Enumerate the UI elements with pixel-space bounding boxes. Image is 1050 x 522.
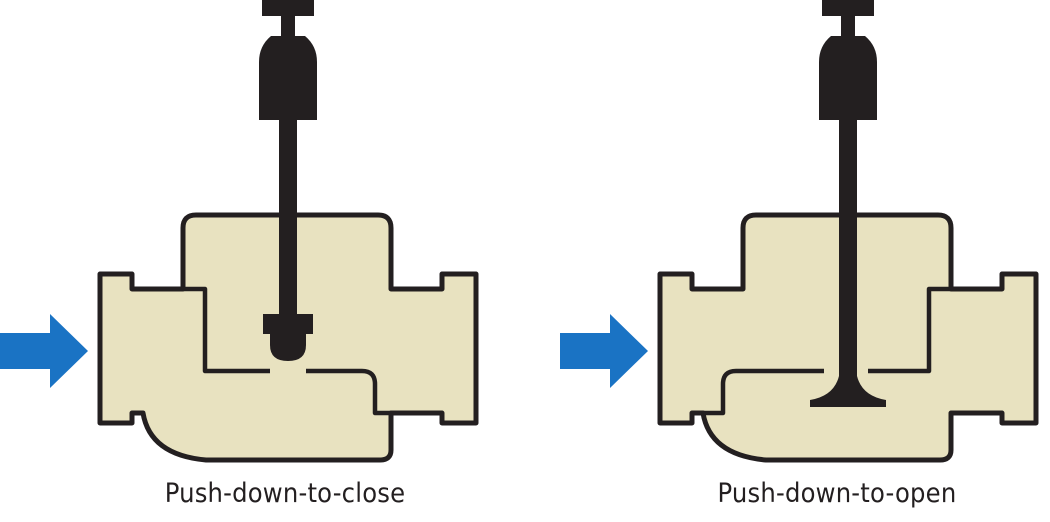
valve-partition — [183, 286, 270, 374]
flow-arrow-icon — [0, 314, 88, 388]
actuator-neck — [281, 16, 295, 38]
valve-diagram-right — [560, 0, 1039, 463]
actuator-coupling — [819, 36, 877, 120]
valve-partition-lower — [306, 368, 391, 416]
valve-plug-collar — [263, 314, 313, 334]
flow-arrow-icon — [560, 314, 648, 388]
valve-partition — [868, 286, 951, 374]
actuator-coupling — [259, 36, 317, 120]
caption-push-down-to-close: Push-down-to-close — [164, 478, 406, 509]
caption-push-down-to-open: Push-down-to-open — [717, 478, 957, 509]
valve-stem-icon — [279, 120, 297, 320]
actuator-cap — [822, 0, 874, 16]
valve-plug-icon — [810, 376, 886, 407]
valve-diagram-left — [0, 0, 479, 463]
valve-stem-icon — [839, 120, 857, 380]
valve-partition-lower — [703, 368, 824, 416]
actuator-neck — [841, 16, 855, 38]
actuator-cap — [262, 0, 314, 16]
valve-plug-icon — [270, 330, 306, 361]
